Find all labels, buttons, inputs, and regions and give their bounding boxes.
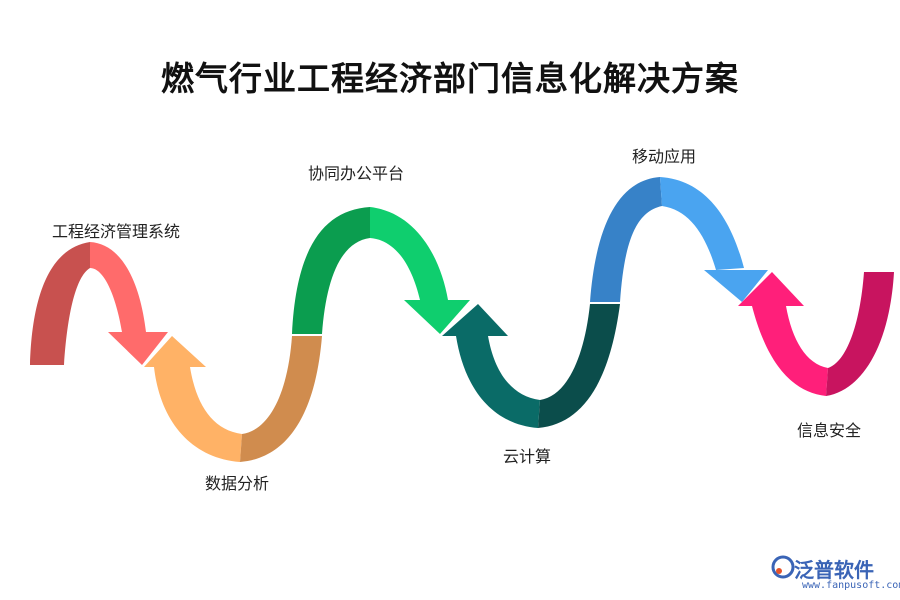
step-label-6: 信息安全: [797, 421, 862, 440]
arch-left-half: [590, 177, 662, 302]
arrow-head: [442, 304, 508, 336]
logo-icon: [771, 555, 795, 579]
arch-right-half: [660, 177, 744, 270]
step-label-4: 云计算: [503, 447, 552, 466]
flow-arrow-3: [292, 207, 470, 334]
flow-arrow-1: [30, 242, 168, 365]
logo-name: 泛普软件: [794, 558, 874, 582]
arrow-head: [144, 336, 206, 367]
flow-arrow-6: [738, 272, 894, 396]
logo-url: www.fanpusoft.com: [802, 580, 900, 591]
valley-left-half: [456, 336, 540, 428]
arch-left-half: [292, 207, 370, 334]
arch-right-half: [90, 242, 146, 332]
arch-right-half: [370, 207, 448, 300]
step-label-3: 协同办公平台: [308, 164, 405, 183]
valley-left-half: [752, 306, 828, 396]
flow-arrow-2: [144, 336, 322, 462]
arrow-head: [704, 270, 768, 302]
step-label-5: 移动应用: [632, 147, 697, 166]
valley-right-half: [240, 336, 322, 462]
step-label-1: 工程经济管理系统: [52, 222, 181, 241]
step-label-2: 数据分析: [205, 474, 270, 493]
page-title: 燃气行业工程经济部门信息化解决方案: [161, 59, 739, 98]
arrow-head: [108, 332, 168, 365]
valley-right-half: [538, 304, 620, 428]
valley-right-half: [826, 272, 894, 396]
valley-left-half: [154, 367, 242, 462]
arrow-head: [738, 272, 804, 306]
arch-left-half: [30, 242, 90, 365]
flow-arrow-5: [590, 177, 768, 302]
arrow-head: [404, 300, 470, 334]
flow-arrow-4: [442, 304, 620, 428]
brand-logo: 泛普软件 www.fanpusoft.com: [768, 552, 900, 596]
